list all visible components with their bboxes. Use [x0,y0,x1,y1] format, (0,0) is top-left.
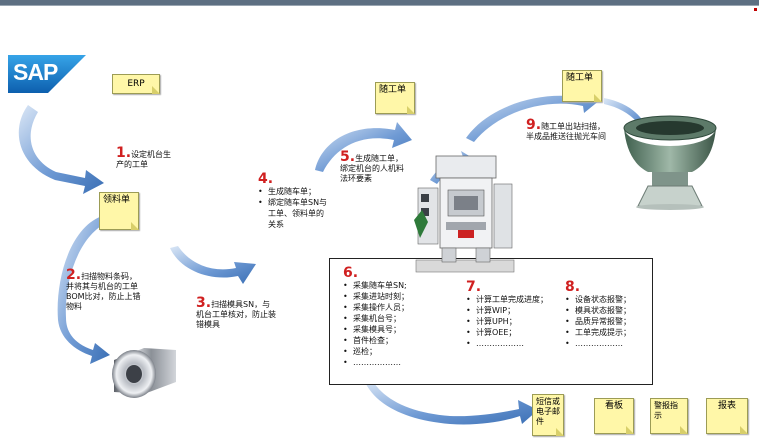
step-8-item: 设备状态报警； [565,294,631,305]
arrow-step3-to-step4 [170,246,256,284]
step-5-text: 生成随工单，绑定机台的人机料法环要素 [340,154,404,183]
arrow-step4-to-step5 [315,122,412,172]
step-3: 3.扫描模具SN，与机台工单核对，防止装错模具 [196,296,276,330]
note-traveler-a-text: 随工单 [379,85,407,95]
step-6-item: 采集操作人员； [343,302,409,313]
sap-logo-text: SAP [13,59,58,85]
note-traveler-b: 随工单 [562,70,602,102]
step-8: 8. 设备状态报警； 模具状态报警； 品质异常报警； 工单完成提示； ……………… [565,280,631,349]
step-8-number: 8. [565,279,581,295]
step-4-item: 生成随车单； [258,186,338,197]
arrow-slip-to-step2 [57,215,110,364]
note-kanban-text: 看板 [604,401,623,411]
step-2-text: 扫描物料条码，并将其与机台的工单BOM比对，防止上错物料 [66,272,141,311]
step-7-list: 计算工单完成进度； 计算WIP； 计算UPH； 计算OEE； ……………… [466,294,548,349]
step-6-item: 采集进站时刻； [343,291,409,302]
note-kanban: 看板 [594,398,634,434]
step-6-number: 6. [343,265,359,281]
step-7-item: 计算WIP； [466,305,548,316]
note-traveler-a: 随工单 [375,82,415,114]
step-4-item: 绑定随车单SN与工单、领料单的关系 [258,197,330,230]
step-4-number: 4. [258,171,274,187]
arrow-box-to-outputs [364,380,538,425]
step-9-text: 随工单出站扫描，半成品推送往抛光车间 [526,122,606,141]
step-4: 4. 生成随车单； 绑定随车单SN与工单、领料单的关系 [258,172,338,230]
arrow-sap-to-step1 [18,105,105,194]
step-8-item: 工单完成提示； [565,327,631,338]
stamping-press-image [414,155,515,273]
step-6-item: 首件检查； [343,335,409,346]
step-5: 5.生成随工单，绑定机台的人机料法环要素 [340,150,408,184]
step-1-number: 1. [116,145,132,161]
step-6: 6. 采集随车单SN; 采集进站时刻； 采集操作人员； 采集机台号； 采集模具号… [343,266,409,368]
sap-logo-icon [8,55,86,93]
step-7-number: 7. [466,279,482,295]
corner-mark [754,8,757,11]
step-8-item: 品质异常报警； [565,316,631,327]
step-4-item-text: 绑定随车单SN与工单、领料单的关系 [268,198,328,229]
note-alarm-lamp: 警报指示 [650,398,688,434]
step-8-item: ……………… [565,338,631,349]
step-6-list: 采集随车单SN; 采集进站时刻； 采集操作人员； 采集机台号； 采集模具号； 首… [343,280,409,368]
step-3-text: 扫描模具SN，与机台工单核对，防止装错模具 [196,300,276,329]
step-7-item: 计算UPH； [466,316,548,327]
step-9-number: 9. [526,117,542,133]
step-2: 2.扫描物料条码，并将其与机台的工单BOM比对，防止上错物料 [66,268,142,312]
step-6-item: ……………… [343,357,409,368]
step-7-item: ……………… [466,338,548,349]
note-report-text: 报表 [717,401,736,411]
step-1: 1.设定机台生产的工单 [116,146,176,170]
note-material-slip-text: 领料单 [103,195,131,205]
step-6-item: 采集机台号； [343,313,409,324]
step-7-item: 计算工单完成进度； [466,294,548,305]
step-1-text: 设定机台生产的工单 [116,150,172,169]
vibratory-polisher-image [623,115,717,210]
step-2-number: 2. [66,267,82,283]
step-6-item: 采集模具号； [343,324,409,335]
top-divider [0,5,759,6]
step-8-list: 设备状态报警； 模具状态报警； 品质异常报警； 工单完成提示； ……………… [565,294,631,349]
top-bar [0,0,759,5]
step-8-item: 模具状态报警； [565,305,631,316]
note-sms: 短信或电子邮件 [532,394,564,436]
step-9: 9.随工单出站扫描，半成品推送往抛光车间 [526,118,606,142]
note-sms-text: 短信或电子邮件 [536,397,560,426]
note-erp-text: ERP [127,79,145,89]
steel-coil-image [112,348,176,398]
note-alarm-lamp-text: 警报指示 [654,401,678,420]
sap-logo: SAP [8,55,86,93]
step-4-list: 生成随车单； 绑定随车单SN与工单、领料单的关系 [258,186,338,230]
arrow-press-to-step9 [466,90,600,142]
step-5-number: 5. [340,149,356,165]
note-traveler-b-text: 随工单 [566,73,594,83]
step-7: 7. 计算工单完成进度； 计算WIP； 计算UPH； 计算OEE； ……………… [466,280,548,349]
step-7-item: 计算OEE； [466,327,548,338]
step-6-item: 巡检； [343,346,409,357]
note-material-slip: 领料单 [99,192,139,230]
step-3-number: 3. [196,295,212,311]
step-6-item: 采集随车单SN; [343,280,409,291]
note-erp: ERP [112,74,160,94]
note-report: 报表 [706,398,748,434]
